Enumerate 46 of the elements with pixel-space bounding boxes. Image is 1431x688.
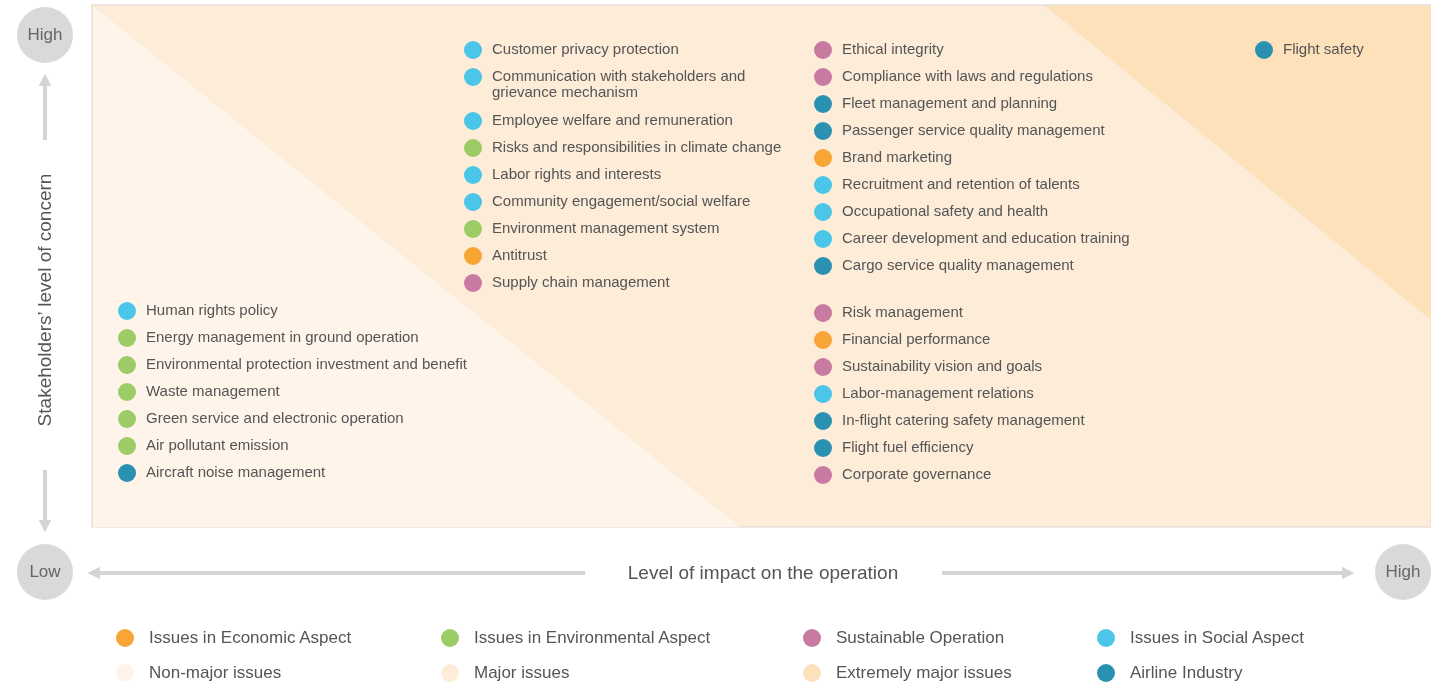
issue-label: Labor-management relations [842,385,1034,401]
axis-title: Stakeholders’ level of concern [34,172,56,429]
legend-label: Extremely major issues [836,663,1012,683]
legend-label: Non-major issues [149,663,282,683]
issue-label: Career development and education training [842,230,1130,246]
issue-label: Flight fuel efficiency [842,439,974,455]
issue-label: Antitrust [492,247,548,263]
issue-label: Compliance with laws and regulations [842,68,1093,84]
issue-label: Energy management in ground operation [146,329,419,345]
legend-label: Sustainable Operation [836,628,1005,648]
issue-label: Aircraft noise management [146,464,326,480]
legend-label: Airline Industry [1130,663,1243,683]
issue-label: Brand marketing [842,149,953,165]
legend-label: Issues in Environmental Aspect [474,628,711,648]
issue-label: Communication with stakeholders and grievance mechanism [492,68,747,100]
issue-label: Environment management system [492,220,720,236]
issue-label: Recruitment and retention of talents [842,176,1080,192]
issue-label: Employee welfare and remuneration [492,112,733,128]
issue-label: Customer privacy protection [492,41,679,57]
issue-label: Waste management [146,383,280,399]
issue-label: Fleet management and planning [842,95,1058,111]
issue-label: Risks and responsibilities in climate change [492,139,782,155]
axis-level-label: High [17,7,73,63]
issue-label: Passenger service quality management [842,122,1105,138]
legend-label: Issues in Economic Aspect [149,628,352,648]
legend-label: Major issues [474,663,570,683]
axis-title: Level of impact on the operation [626,562,900,584]
issue-label: Supply chain management [492,274,670,290]
issue-label: Labor rights and interests [492,166,662,182]
axis-level-label: High [1375,544,1431,600]
issue-label: Flight safety [1283,41,1364,57]
issue-label: Financial performance [842,331,991,347]
axis-level-label: Low [17,544,73,600]
issue-label: Green service and electronic operation [146,410,404,426]
issue-label: Community engagement/social welfare [492,193,751,209]
issue-label: Human rights policy [146,302,278,318]
issue-label: Sustainability vision and goals [842,358,1043,374]
issue-label: Cargo service quality management [842,257,1074,273]
issue-label: Air pollutant emission [146,437,289,453]
issue-label: Occupational safety and health [842,203,1048,219]
issue-label: Environmental protection investment and benefit [146,356,468,372]
issue-label: Risk management [842,304,963,320]
issue-label: Corporate governance [842,466,992,482]
legend-label: Issues in Social Aspect [1130,628,1304,648]
issue-label: In-flight catering safety management [842,412,1085,428]
issue-label: Ethical integrity [842,41,944,57]
